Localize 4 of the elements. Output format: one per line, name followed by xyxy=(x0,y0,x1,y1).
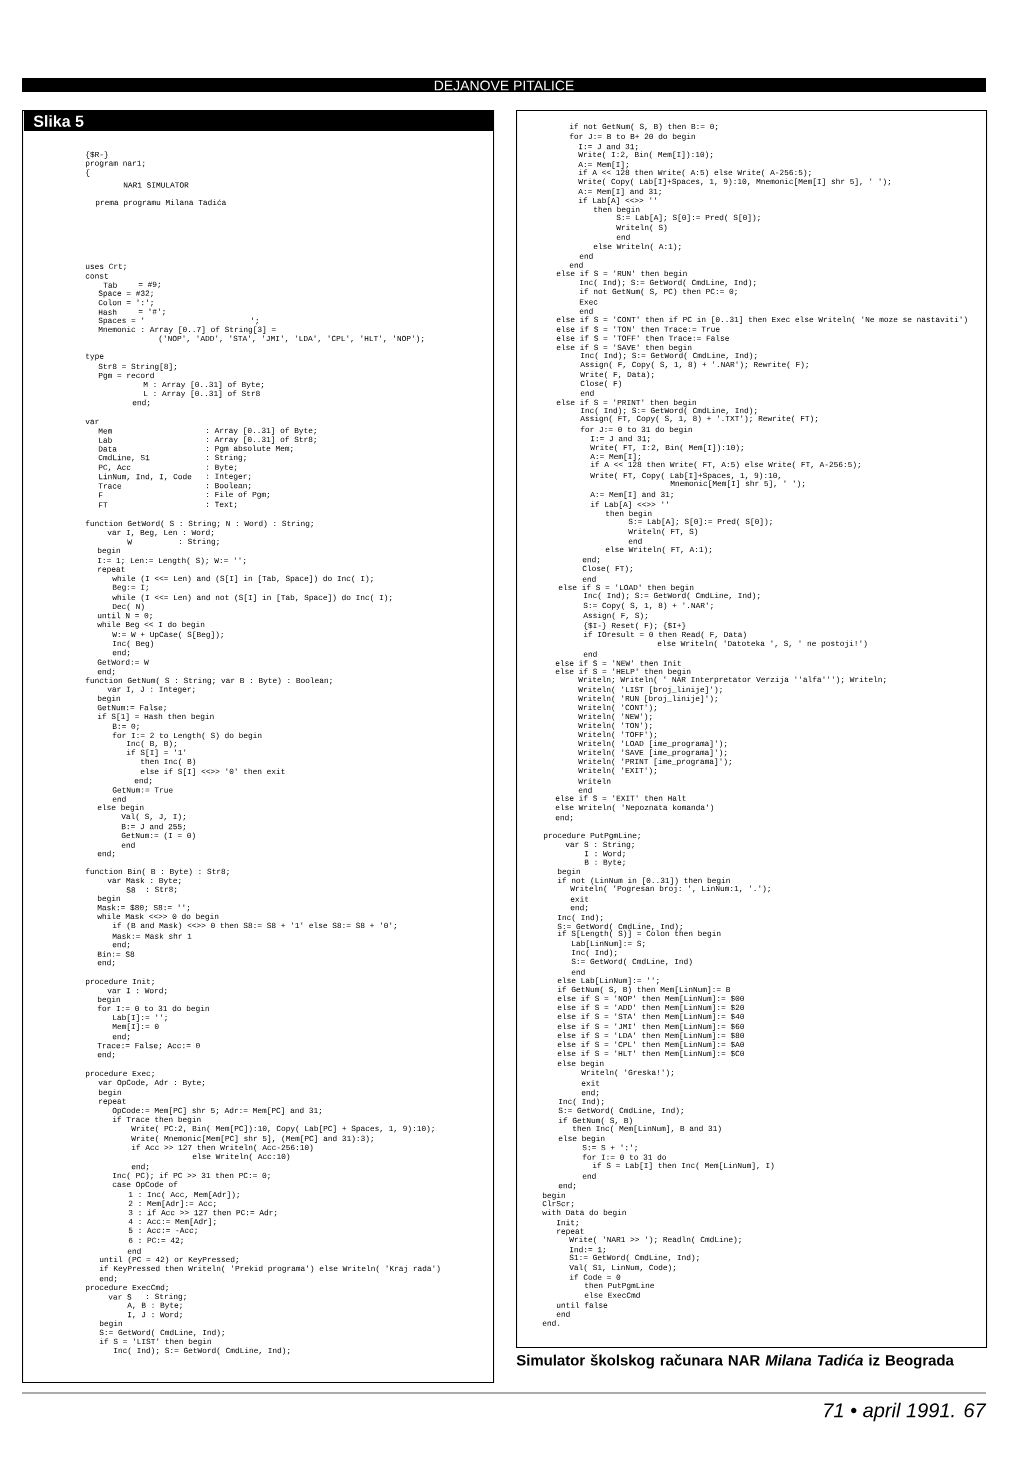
panel-heading: Slika 5 xyxy=(24,111,493,131)
page-footer: 71 • april 1991. 67 xyxy=(824,1402,987,1422)
caption: Simulator školskog računara NAR Milana Tadića iz Beograda xyxy=(516,1354,954,1369)
header-bar: DEJANOVE PITALICE xyxy=(22,78,986,92)
